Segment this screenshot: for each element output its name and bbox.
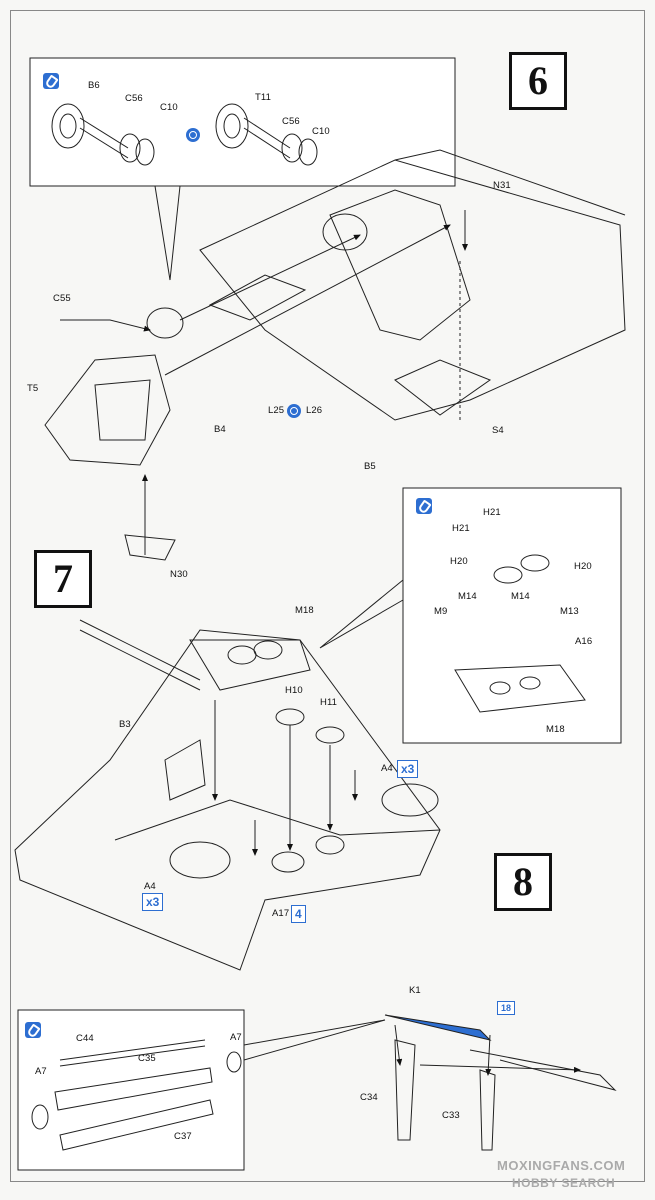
mirror-symmetry-icon [287, 404, 301, 418]
part-label-c37: C37 [174, 1131, 192, 1142]
part-label-m18: M18 [546, 724, 565, 735]
part-label-n31: N31 [493, 180, 511, 191]
part-label-a16: A16 [575, 636, 593, 647]
part-label-c56: C56 [125, 93, 143, 104]
part-label-c33: C33 [442, 1110, 460, 1121]
part-label-m13: M13 [560, 606, 579, 617]
quantity-badge: 4 [291, 905, 306, 923]
part-label-l26: L26 [306, 405, 323, 416]
watermark-moxingfans: MOXINGFANS.COM [497, 1158, 626, 1173]
part-label-a4: A4 [381, 763, 393, 774]
part-label-c56: C56 [282, 116, 300, 127]
part-label-t5: T5 [27, 383, 39, 394]
quantity-badge: x3 [397, 760, 419, 778]
part-label-a7: A7 [230, 1032, 242, 1043]
part-label-h21: H21 [483, 507, 501, 518]
glue-icon [25, 1022, 41, 1038]
part-label-c35: C35 [138, 1053, 156, 1064]
part-label-h20: H20 [450, 556, 468, 567]
part-label-a17: A17 [272, 908, 290, 919]
part-label-s4: S4 [492, 425, 504, 436]
watermark-hobby-search: HOBBY SEARCH [512, 1176, 616, 1190]
part-label-m14: M14 [511, 591, 530, 602]
part-label-h11: H11 [320, 697, 338, 708]
part-label-k1: K1 [409, 985, 421, 996]
part-label-c10: C10 [312, 126, 330, 137]
step-8-badge: 8 [494, 853, 552, 911]
part-label-c34: C34 [360, 1092, 378, 1103]
quantity-badge: x3 [142, 893, 164, 911]
part-label-c55: C55 [53, 293, 71, 304]
part-label-b4: B4 [214, 424, 226, 435]
part-label-h21: H21 [452, 523, 470, 534]
part-label-a4: A4 [144, 881, 156, 892]
page-frame [10, 10, 645, 1182]
part-label-m14: M14 [458, 591, 477, 602]
part-label-h10: H10 [285, 685, 303, 696]
part-label-a7: A7 [35, 1066, 47, 1077]
part-label-b3: B3 [119, 719, 131, 730]
part-label-n30: N30 [170, 569, 188, 580]
mirror-symmetry-icon [186, 128, 200, 142]
part-label-h20: H20 [574, 561, 592, 572]
glue-icon [43, 73, 59, 89]
glue-icon [416, 498, 432, 514]
step-6-badge: 6 [509, 52, 567, 110]
part-label-l25: L25 [268, 405, 285, 416]
part-label-b6: B6 [88, 80, 100, 91]
part-label-t11: T11 [255, 92, 271, 103]
part-label-m18: M18 [295, 605, 314, 616]
part-label-c44: C44 [76, 1033, 94, 1044]
part-label-c10: C10 [160, 102, 178, 113]
reference-badge: 18 [497, 1001, 516, 1015]
part-label-b5: B5 [364, 461, 376, 472]
step-7-badge: 7 [34, 550, 92, 608]
part-label-m9: M9 [434, 606, 448, 617]
